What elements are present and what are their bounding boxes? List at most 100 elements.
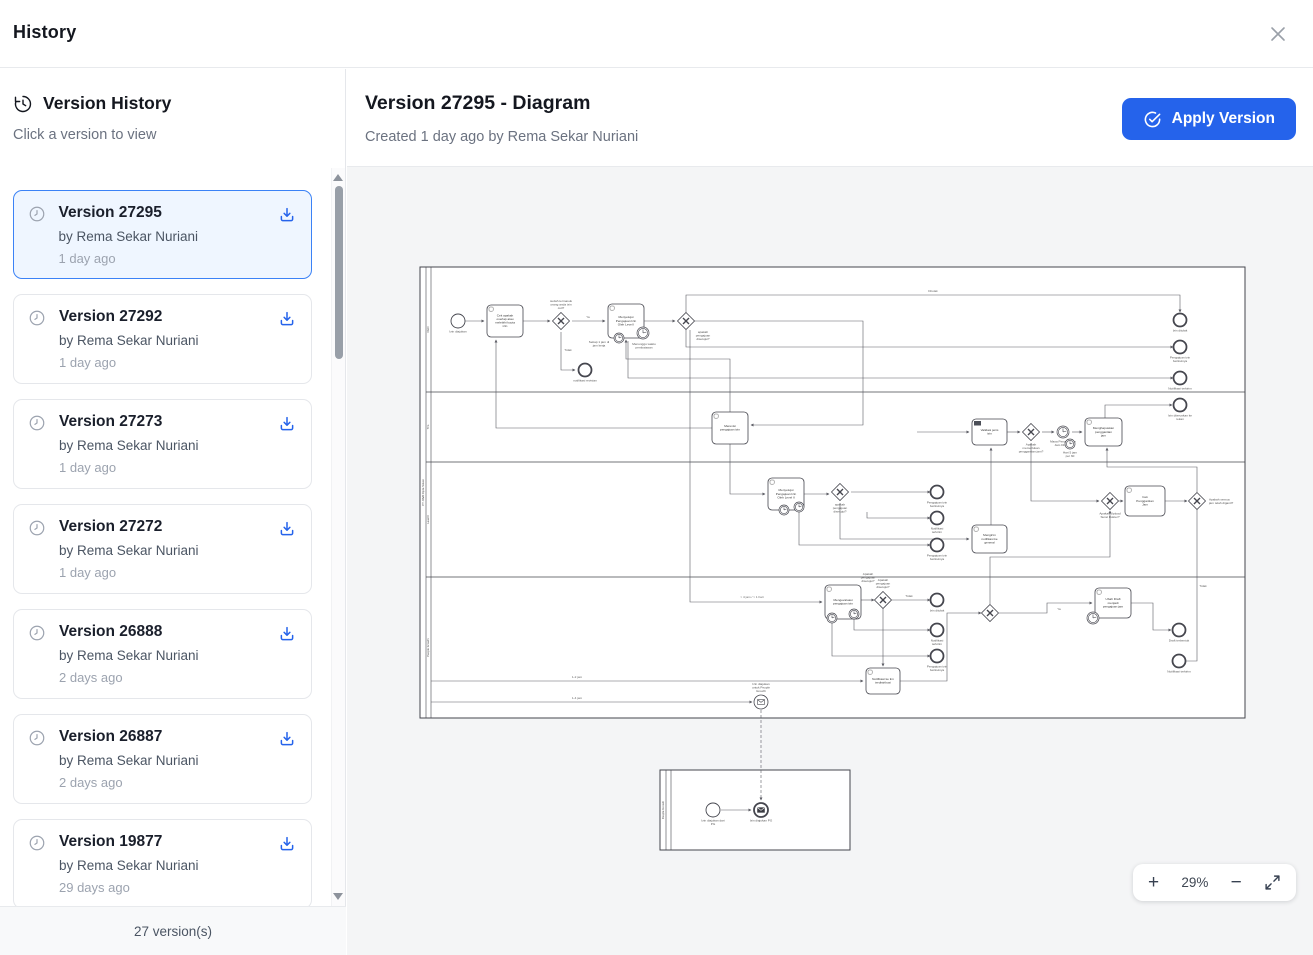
version-item-time: 2 days ago	[59, 775, 199, 790]
sidebar-heading-label: Version History	[43, 93, 171, 114]
svg-text:Izin ditolak: Izin ditolak	[930, 609, 945, 613]
svg-text:Notifikasi terkirim: Notifikasi terkirim	[1168, 387, 1192, 391]
version-item-title: Version 26888	[59, 623, 199, 641]
download-version-button[interactable]	[276, 204, 298, 229]
download-version-button[interactable]	[276, 833, 298, 858]
svg-text:> 4 jam / > 1 hari: > 4 jam / > 1 hari	[740, 595, 764, 599]
svg-text:Izin diajukan: Izin diajukan	[449, 330, 466, 334]
svg-text:berikutnya: berikutnya	[1173, 359, 1188, 363]
svg-text:Tim: Tim	[426, 424, 430, 429]
svg-text:disetujui?: disetujui?	[833, 510, 846, 514]
svg-text:general: general	[984, 540, 995, 544]
version-item-time: 1 day ago	[59, 460, 199, 475]
version-list-item[interactable]: Version 27292 by Rema Sekar Nuriani 1 da…	[13, 294, 312, 384]
svg-text:Lead II: Lead II	[426, 515, 430, 524]
svg-text:Draft terbentuk: Draft terbentuk	[1169, 639, 1190, 643]
svg-text:jam telah diganti?: jam telah diganti?	[1208, 501, 1234, 505]
version-list-item[interactable]: Version 27273 by Rema Sekar Nuriani 1 da…	[13, 399, 312, 489]
version-item-title: Version 19877	[59, 833, 199, 851]
svg-text:penggantian jam?: penggantian jam?	[1019, 450, 1044, 454]
svg-text:berikutnya: berikutnya	[930, 668, 945, 672]
diagram-canvas[interactable]: PT JAVA Cipta SolusiCEOTimLead IIPeople …	[347, 167, 1313, 955]
svg-text:pembatasan: pembatasan	[635, 346, 652, 350]
svg-text:1-4 jam: 1-4 jam	[572, 696, 583, 700]
scrollbar-up-arrow[interactable]	[333, 174, 343, 181]
version-count-footer: 27 version(s)	[0, 906, 346, 955]
svg-text:Growth: Growth	[756, 689, 766, 693]
apply-version-label: Apply Version	[1172, 110, 1275, 128]
zoom-level: 29%	[1181, 875, 1208, 890]
svg-text:rekan: rekan	[1176, 417, 1184, 421]
svg-text:PT JAVA Cipta Solusi: PT JAVA Cipta Solusi	[421, 479, 425, 506]
svg-text:Surat Dokter?: Surat Dokter?	[1100, 515, 1119, 519]
version-item-author: by Rema Sekar Nuriani	[59, 648, 199, 663]
version-list-item[interactable]: Version 19877 by Rema Sekar Nuriani 29 d…	[13, 819, 312, 906]
version-item-author: by Rema Sekar Nuriani	[59, 543, 199, 558]
version-history-sidebar: Version History Click a version to view …	[0, 69, 346, 955]
svg-text:terdistribusi: terdistribusi	[875, 681, 891, 685]
scrollbar-down-arrow[interactable]	[333, 893, 343, 900]
svg-text:izin: izin	[503, 324, 508, 328]
download-version-button[interactable]	[276, 308, 298, 333]
main-panel: Version 27295 - Diagram Created 1 day ag…	[347, 69, 1313, 955]
svg-text:per 60: per 60	[1066, 454, 1075, 458]
history-clock-icon	[13, 94, 33, 114]
scrollbar-track[interactable]	[331, 168, 345, 906]
svg-text:terkirim: terkirim	[932, 530, 943, 534]
check-circle-icon	[1143, 110, 1162, 129]
svg-text:Jam: Jam	[1142, 502, 1148, 506]
modal-header: History	[0, 0, 1313, 68]
download-icon	[278, 206, 296, 224]
download-version-button[interactable]	[276, 728, 298, 753]
sidebar-subheading: Click a version to view	[13, 127, 332, 143]
apply-version-button[interactable]: Apply Version	[1122, 98, 1296, 140]
version-list-item[interactable]: Version 27272 by Rema Sekar Nuriani 1 da…	[13, 504, 312, 594]
download-version-button[interactable]	[276, 518, 298, 543]
version-list-item[interactable]: Version 26888 by Rema Sekar Nuriani 2 da…	[13, 609, 312, 699]
svg-text:disetujui?: disetujui?	[696, 337, 709, 341]
version-title: Version 27295 - Diagram	[365, 92, 590, 115]
download-icon	[278, 310, 296, 328]
clock-icon	[28, 834, 46, 852]
zoom-out-button[interactable]: −	[1231, 873, 1242, 892]
svg-text:Izin diajukan PG: Izin diajukan PG	[750, 819, 773, 823]
close-button[interactable]	[1268, 24, 1288, 44]
download-icon	[278, 730, 296, 748]
version-item-title: Version 27272	[59, 518, 199, 536]
version-item-author: by Rema Sekar Nuriani	[59, 438, 199, 453]
version-item-title: Version 27295	[59, 204, 199, 222]
version-item-title: Version 27273	[59, 413, 199, 431]
download-version-button[interactable]	[276, 413, 298, 438]
download-icon	[278, 835, 296, 853]
scrollbar-thumb[interactable]	[335, 186, 343, 359]
svg-text:notifikasi revisian: notifikasi revisian	[573, 379, 597, 383]
svg-text:terkirim: terkirim	[932, 642, 943, 646]
fullscreen-button[interactable]	[1264, 874, 1281, 891]
version-list-item[interactable]: Version 26887 by Rema Sekar Nuriani 2 da…	[13, 714, 312, 804]
version-item-author: by Rema Sekar Nuriani	[59, 753, 199, 768]
clock-icon	[28, 205, 46, 223]
download-icon	[278, 520, 296, 538]
svg-text:Ya: Ya	[1057, 607, 1061, 611]
version-item-time: 1 day ago	[59, 355, 199, 370]
version-list-item[interactable]: Version 27295 by Rema Sekar Nuriani 1 da…	[13, 190, 312, 279]
version-item-title: Version 26887	[59, 728, 199, 746]
svg-text:pengajuan izin: pengajuan izin	[720, 428, 740, 432]
version-item-time: 2 days ago	[59, 670, 199, 685]
svg-text:berikutnya: berikutnya	[930, 557, 945, 561]
svg-text:pengajuan izin: pengajuan izin	[833, 602, 853, 606]
svg-text:jam: jam	[1100, 433, 1106, 437]
zoom-controls: + 29% −	[1133, 864, 1296, 901]
svg-text:pengajuan jam: pengajuan jam	[1103, 604, 1124, 608]
svg-text:Tidak: Tidak	[564, 348, 572, 352]
main-header: Version 27295 - Diagram Created 1 day ag…	[347, 69, 1313, 167]
svg-text:Izin ditolak: Izin ditolak	[1173, 329, 1188, 333]
version-item-time: 29 days ago	[59, 880, 199, 895]
svg-text:Notifikasi terkirim: Notifikasi terkirim	[1167, 670, 1191, 674]
zoom-in-button[interactable]: +	[1148, 873, 1159, 892]
version-item-title: Version 27292	[59, 308, 199, 326]
svg-text:Oleh Level II: Oleh Level II	[777, 495, 795, 499]
download-version-button[interactable]	[276, 623, 298, 648]
svg-text:disetujui?: disetujui?	[876, 585, 889, 589]
clock-icon	[28, 414, 46, 432]
